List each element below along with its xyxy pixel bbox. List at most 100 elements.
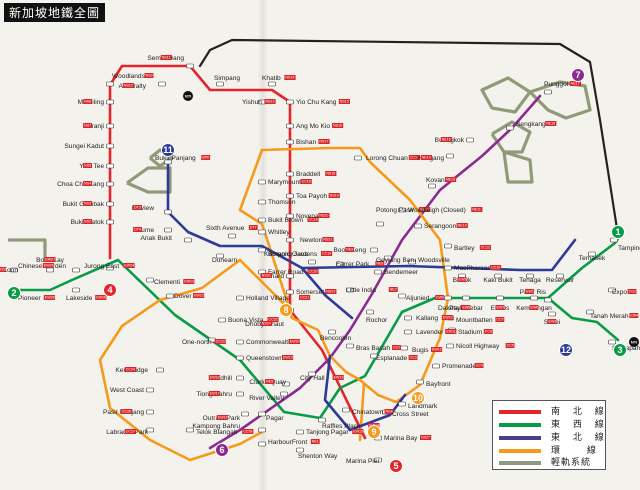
station-marker bbox=[228, 233, 236, 239]
station-code: EW29 bbox=[0, 268, 6, 272]
station-code: CC7 bbox=[496, 318, 503, 322]
station-marker bbox=[258, 427, 266, 433]
badge-circle bbox=[389, 459, 403, 473]
line-north-east bbox=[208, 94, 542, 450]
station-marker bbox=[444, 295, 452, 301]
station-marker bbox=[610, 237, 618, 243]
station-code-tag bbox=[420, 155, 432, 160]
station-label: Buona Vista bbox=[228, 317, 264, 324]
station-marker bbox=[494, 273, 502, 279]
station-marker bbox=[586, 309, 594, 315]
badge-circle bbox=[215, 443, 229, 457]
station-code-tag bbox=[44, 257, 56, 262]
station-code-tag bbox=[392, 345, 401, 350]
station-marker bbox=[416, 379, 424, 385]
station-marker bbox=[398, 401, 406, 407]
station-label: Marymount bbox=[268, 179, 301, 186]
station-code-tag bbox=[529, 305, 539, 310]
station-code-tag bbox=[133, 205, 142, 210]
station-code-tag bbox=[338, 99, 350, 104]
station-code: EW8 bbox=[463, 306, 471, 310]
station-code: CC20 bbox=[308, 270, 317, 274]
station-code-tag bbox=[123, 263, 135, 268]
badge-circle bbox=[611, 225, 625, 239]
line-badge: 10 bbox=[411, 391, 425, 405]
station-marker bbox=[354, 155, 362, 161]
station-code: EW19 bbox=[283, 356, 293, 360]
station-code-tag bbox=[120, 409, 132, 414]
station-marker bbox=[530, 295, 538, 301]
station-marker bbox=[106, 219, 114, 225]
station-label: City Hall bbox=[300, 375, 325, 382]
badge-number: 2 bbox=[11, 288, 16, 298]
station-marker bbox=[286, 123, 294, 129]
station-code: EW7 bbox=[497, 306, 505, 310]
lrt-bukit-panjang-loop bbox=[149, 148, 174, 168]
station-label: Lavender bbox=[416, 329, 444, 336]
station-label: Sungei Kadut bbox=[64, 143, 104, 150]
station-code: EW20 bbox=[290, 340, 300, 344]
station-code-tag bbox=[440, 137, 452, 142]
station-label: Chinese Garden bbox=[18, 263, 66, 270]
station-code-tag bbox=[265, 379, 274, 384]
legend-label-lrt: 輕軌系統 bbox=[551, 458, 592, 468]
station-code: EW28 bbox=[45, 296, 55, 300]
station-code: EW18 bbox=[210, 376, 220, 380]
station-label: Toa Payoh bbox=[296, 193, 327, 200]
station-label: Marina Pier bbox=[346, 458, 381, 465]
station-code: DT4 bbox=[134, 228, 141, 232]
nti-marker bbox=[183, 91, 193, 101]
line-badge: 6 bbox=[215, 443, 229, 457]
station-code-tag bbox=[124, 429, 136, 434]
station-code: EW16 bbox=[218, 416, 228, 420]
station-code-tag bbox=[42, 263, 54, 268]
station-label: Raffles Place bbox=[322, 423, 361, 430]
station-label: One-north bbox=[182, 339, 212, 346]
station-marker bbox=[268, 81, 276, 87]
station-marker bbox=[548, 311, 556, 317]
station-marker bbox=[408, 259, 416, 265]
station-code: CC19 bbox=[322, 252, 331, 256]
station-marker bbox=[374, 457, 382, 463]
station-code: NS7 bbox=[84, 124, 91, 128]
station-code: NE4 bbox=[386, 410, 393, 414]
station-code: NS13 bbox=[265, 100, 274, 104]
station-code-tag bbox=[83, 181, 92, 186]
station-marker bbox=[164, 159, 172, 165]
station-label: Pagar bbox=[266, 415, 284, 422]
station-marker bbox=[544, 89, 552, 95]
station-label: Kampong Java bbox=[264, 251, 308, 258]
station-marker bbox=[258, 247, 266, 253]
station-marker bbox=[374, 269, 382, 275]
station-code-tag bbox=[418, 207, 430, 212]
station-code: NE5 bbox=[266, 380, 273, 384]
lrt-lines bbox=[8, 76, 592, 262]
station-label: Esplanade bbox=[376, 355, 407, 362]
station-code-tag bbox=[83, 123, 92, 128]
station-label: Braddell bbox=[296, 171, 321, 178]
station-code-tag bbox=[83, 219, 92, 224]
station-code-tag bbox=[332, 375, 344, 380]
station-marker bbox=[466, 137, 474, 143]
station-label: Woodleigh (Closed) bbox=[408, 207, 466, 214]
station-marker bbox=[346, 343, 354, 349]
station-code-tag bbox=[435, 295, 445, 300]
station-code: EW24 bbox=[124, 264, 134, 268]
station-code-tag bbox=[445, 177, 457, 182]
station-label: Shenton Way bbox=[298, 453, 338, 460]
station-code-tag bbox=[325, 171, 337, 176]
station-code: NS2 bbox=[84, 220, 91, 224]
station-code-tag bbox=[627, 289, 637, 294]
station-code-tag bbox=[183, 279, 195, 284]
station-marker bbox=[608, 339, 616, 345]
station-label: Dover bbox=[174, 293, 192, 300]
station-code-tag bbox=[208, 391, 220, 396]
station-code: CC6 bbox=[485, 330, 492, 334]
station-code: NS5 bbox=[84, 164, 91, 168]
badge-circle bbox=[161, 143, 175, 157]
station-label: Hillview bbox=[132, 205, 155, 212]
station-marker bbox=[156, 367, 164, 373]
station-code-tag bbox=[300, 179, 312, 184]
station-code: NS19 bbox=[330, 194, 339, 198]
station-code: DT7 bbox=[250, 226, 257, 230]
